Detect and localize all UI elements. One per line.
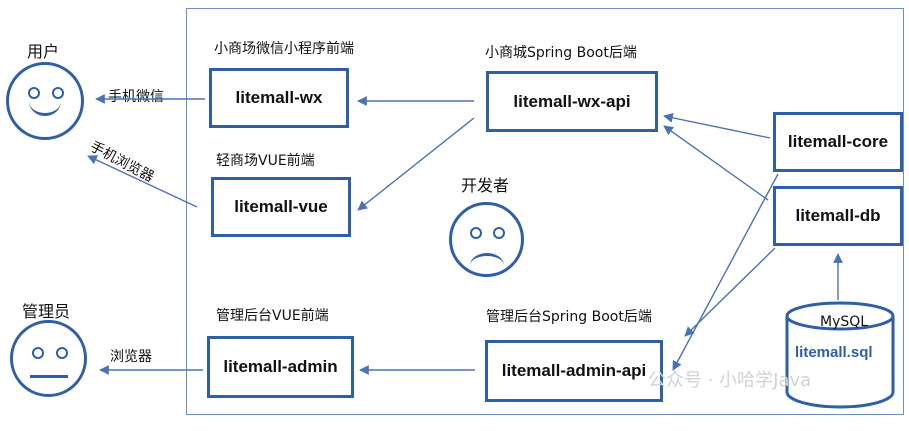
developer-right-eye bbox=[493, 227, 505, 239]
admin-left-eye bbox=[32, 347, 44, 359]
developer-label: 开发者 bbox=[461, 176, 510, 195]
admin-right-eye bbox=[56, 347, 68, 359]
wx-api-title: 小商城Spring Boot后端 bbox=[485, 45, 637, 61]
litemall-core-box: litemall-core bbox=[773, 112, 903, 172]
browser-channel-label: 浏览器 bbox=[110, 349, 152, 365]
admin-api-title: 管理后台Spring Boot后端 bbox=[486, 309, 652, 325]
user-happy-face-icon bbox=[6, 62, 84, 140]
db-to-adminapi-arrow bbox=[684, 247, 776, 337]
admin-flat-mouth bbox=[30, 375, 68, 378]
core-to-adminapi-arrow bbox=[672, 173, 779, 371]
user-smile bbox=[29, 87, 61, 116]
litemall-wx-api-box: litemall-wx-api bbox=[486, 71, 658, 132]
litemall-db-box: litemall-db bbox=[773, 186, 903, 246]
developer-sad-face-icon bbox=[449, 202, 524, 277]
admin-label: 管理员 bbox=[22, 302, 71, 321]
mysql-database-icon bbox=[785, 301, 895, 409]
vue-frontend-title: 轻商场VUE前端 bbox=[216, 153, 315, 169]
litemall-sql-label: litemall.sql bbox=[795, 344, 873, 361]
db-to-wxapi-arrow bbox=[663, 125, 769, 201]
mysql-label: MySQL bbox=[820, 314, 869, 330]
litemall-admin-box: litemall-admin bbox=[207, 336, 354, 398]
developer-frown bbox=[470, 253, 504, 278]
wechat-channel-label: 手机微信 bbox=[108, 89, 164, 105]
litemall-wx-box: litemall-wx bbox=[209, 68, 349, 128]
user-label: 用户 bbox=[27, 42, 60, 61]
system-boundary bbox=[186, 8, 904, 415]
wxapi-to-vue-arrow bbox=[357, 117, 475, 211]
wx-frontend-title: 小商场微信小程序前端 bbox=[214, 41, 354, 57]
vue-to-user-arrow bbox=[87, 155, 198, 208]
developer-left-eye bbox=[470, 227, 482, 239]
watermark: 公众号 · 小哈学Java bbox=[648, 370, 812, 391]
core-to-wxapi-arrow bbox=[663, 112, 771, 139]
admin-frontend-title: 管理后台VUE前端 bbox=[216, 308, 329, 324]
litemall-vue-box: litemall-vue bbox=[211, 177, 351, 237]
admin-neutral-face-icon bbox=[10, 320, 87, 397]
litemall-admin-api-box: litemall-admin-api bbox=[485, 340, 663, 402]
